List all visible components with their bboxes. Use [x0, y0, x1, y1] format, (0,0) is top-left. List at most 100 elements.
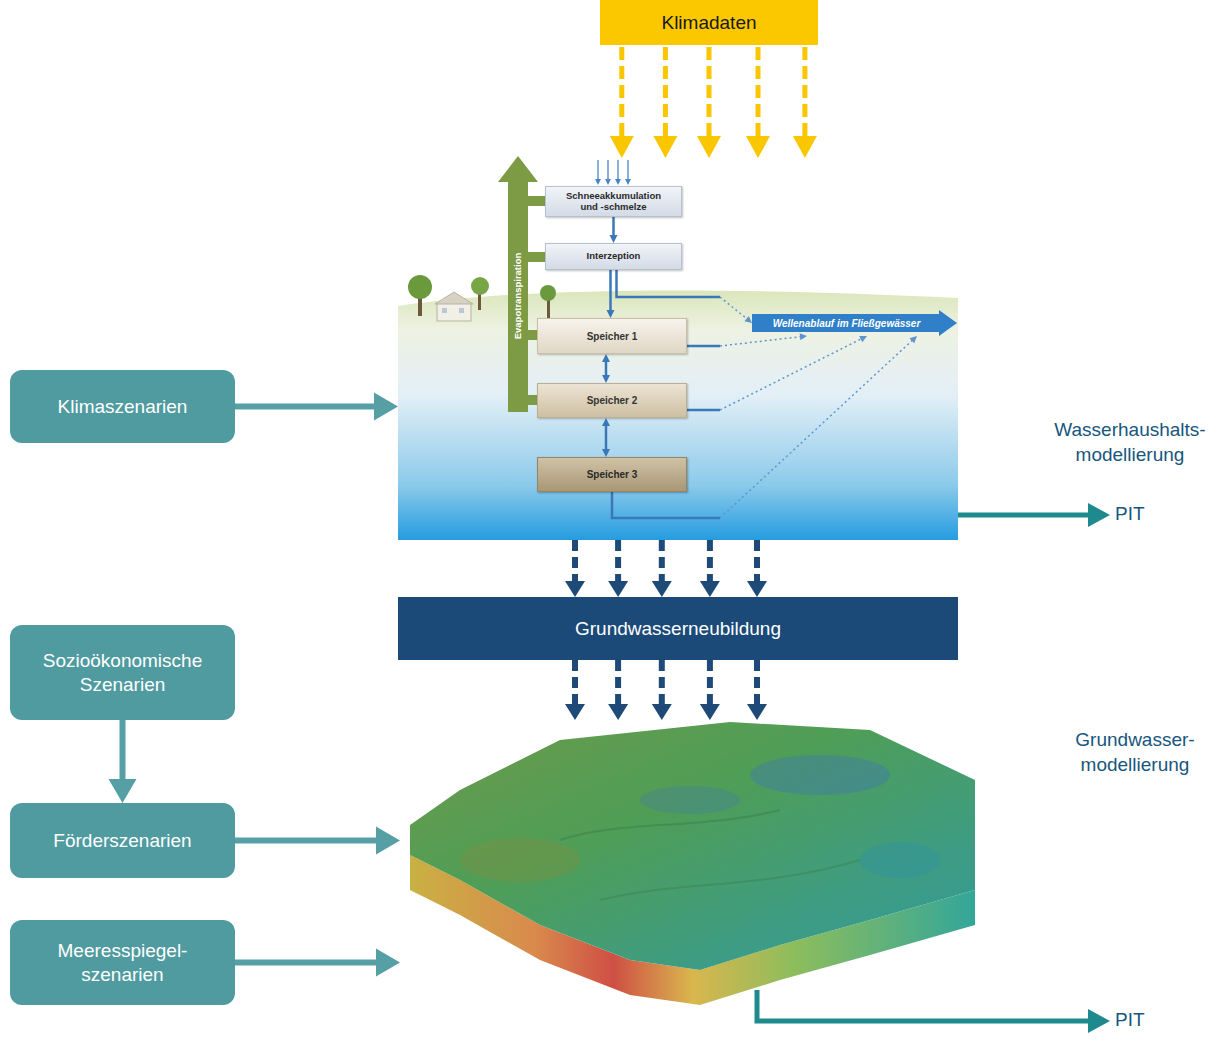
- connector-line: [707, 47, 712, 143]
- connector-line: [720, 339, 862, 411]
- connector-line: [605, 424, 608, 452]
- box-text: Sozioökonomische Szenarien: [28, 649, 218, 697]
- connector-line: [615, 540, 621, 586]
- arrow-head: [793, 136, 817, 158]
- flow-label: Evapotranspiration: [512, 176, 524, 416]
- arrow-head: [744, 316, 752, 323]
- arrow-head: [565, 704, 585, 720]
- connector: [607, 270, 615, 318]
- box-text: Klimadaten: [661, 12, 756, 34]
- box-text: Interzeption: [587, 251, 641, 262]
- connector-line: [617, 270, 721, 297]
- box-text: Klimaszenarien: [58, 395, 188, 419]
- connector: [235, 949, 400, 977]
- arrow-head: [610, 136, 634, 158]
- box-text: Meeresspiegel- szenarien: [43, 939, 203, 987]
- box-text: Speicher 1: [587, 331, 638, 342]
- process-band: Grundwasserneubildung: [398, 597, 958, 660]
- aquifer-model: Grundwasser- modellierung: [400, 720, 980, 1015]
- aquifer-block: [410, 722, 975, 1005]
- heading-text: Wasserhaushalts- modellierung: [1045, 418, 1215, 467]
- connector: [235, 393, 398, 421]
- scenario-box: Sozioökonomische Szenarien: [10, 625, 235, 720]
- connector: [565, 660, 767, 720]
- arrow-head: [747, 581, 767, 597]
- arrow-head: [602, 418, 610, 426]
- storage-box: Speicher 1: [537, 318, 687, 354]
- arrow-head: [697, 136, 721, 158]
- scenario-box: Meeresspiegel- szenarien: [10, 920, 235, 1005]
- box-text: Förderszenarien: [53, 829, 191, 853]
- arrow-head: [109, 779, 137, 803]
- connector: [687, 333, 807, 346]
- arrow-head: [747, 704, 767, 720]
- process-box: Interzeption: [545, 243, 682, 270]
- box-text: Speicher 3: [587, 469, 638, 480]
- precipitation-arrows: [595, 160, 631, 185]
- arrow-head: [653, 136, 677, 158]
- arrow-head: [602, 354, 610, 362]
- storage-box: Speicher 3: [537, 457, 687, 492]
- arrow-head: [700, 581, 720, 597]
- box-text: Speicher 2: [587, 395, 638, 406]
- connector-line: [687, 409, 720, 412]
- connector-line: [235, 404, 381, 410]
- arrow-head: [610, 235, 618, 243]
- house-icon: [435, 292, 473, 321]
- connector-line: [120, 720, 126, 786]
- connector-line: [612, 217, 615, 237]
- data-box: Klimadaten: [600, 0, 818, 45]
- arrow-head: [800, 333, 807, 340]
- connector-line: [756, 47, 761, 143]
- connector-line: [572, 540, 578, 586]
- scenario-box: Klimaszenarien: [10, 370, 235, 443]
- connector-line: [754, 540, 760, 586]
- output-arrow: [757, 990, 1110, 1033]
- connector-line: [720, 337, 801, 346]
- connector-line: [720, 340, 913, 518]
- connector-line: [663, 47, 668, 143]
- output-label: PIT: [1115, 1009, 1145, 1031]
- box-text: Wellenablauf im Fließgewässer: [773, 318, 921, 329]
- box-text: Grundwasserneubildung: [575, 618, 781, 640]
- model-panel: Wasserhaushalts- modellierungSchneeakkum…: [398, 158, 958, 540]
- arrow-head: [376, 827, 400, 855]
- connector-line: [659, 660, 665, 709]
- connector: [610, 217, 618, 243]
- connector: [687, 336, 867, 410]
- arrow-head: [607, 310, 615, 318]
- arrow-head: [652, 704, 672, 720]
- landscape-panel: [398, 290, 958, 540]
- connector-line: [687, 345, 720, 348]
- arrow-head: [374, 393, 398, 421]
- output-arrow: [958, 503, 1110, 527]
- arrow-head: [602, 449, 610, 457]
- connector: [109, 720, 137, 803]
- connector: [602, 418, 610, 457]
- arrow-head: [652, 581, 672, 597]
- connector: [610, 47, 817, 158]
- arrow-head: [565, 581, 585, 597]
- process-box: Schneeakkumulation und -schmelze: [545, 186, 682, 217]
- scenario-box: Förderszenarien: [10, 803, 235, 878]
- connector-line: [615, 660, 621, 709]
- tree-icon: [408, 275, 556, 318]
- connector-line: [659, 540, 665, 586]
- box-text: Schneeakkumulation und -schmelze: [561, 191, 666, 213]
- heading-text: Grundwasser- modellierung: [1055, 728, 1215, 777]
- connector: [617, 270, 753, 323]
- arrow-head: [608, 704, 628, 720]
- arrow-head: [608, 581, 628, 597]
- arrow-head: [746, 136, 770, 158]
- storage-box: Speicher 2: [537, 383, 687, 418]
- connector-line: [802, 47, 807, 143]
- arrow-head: [602, 375, 610, 383]
- connector-line: [609, 270, 612, 312]
- connector-line: [720, 297, 748, 320]
- connector-line: [707, 660, 713, 709]
- connector: [235, 827, 400, 855]
- output-label: PIT: [1115, 503, 1145, 525]
- connector-line: [619, 47, 624, 143]
